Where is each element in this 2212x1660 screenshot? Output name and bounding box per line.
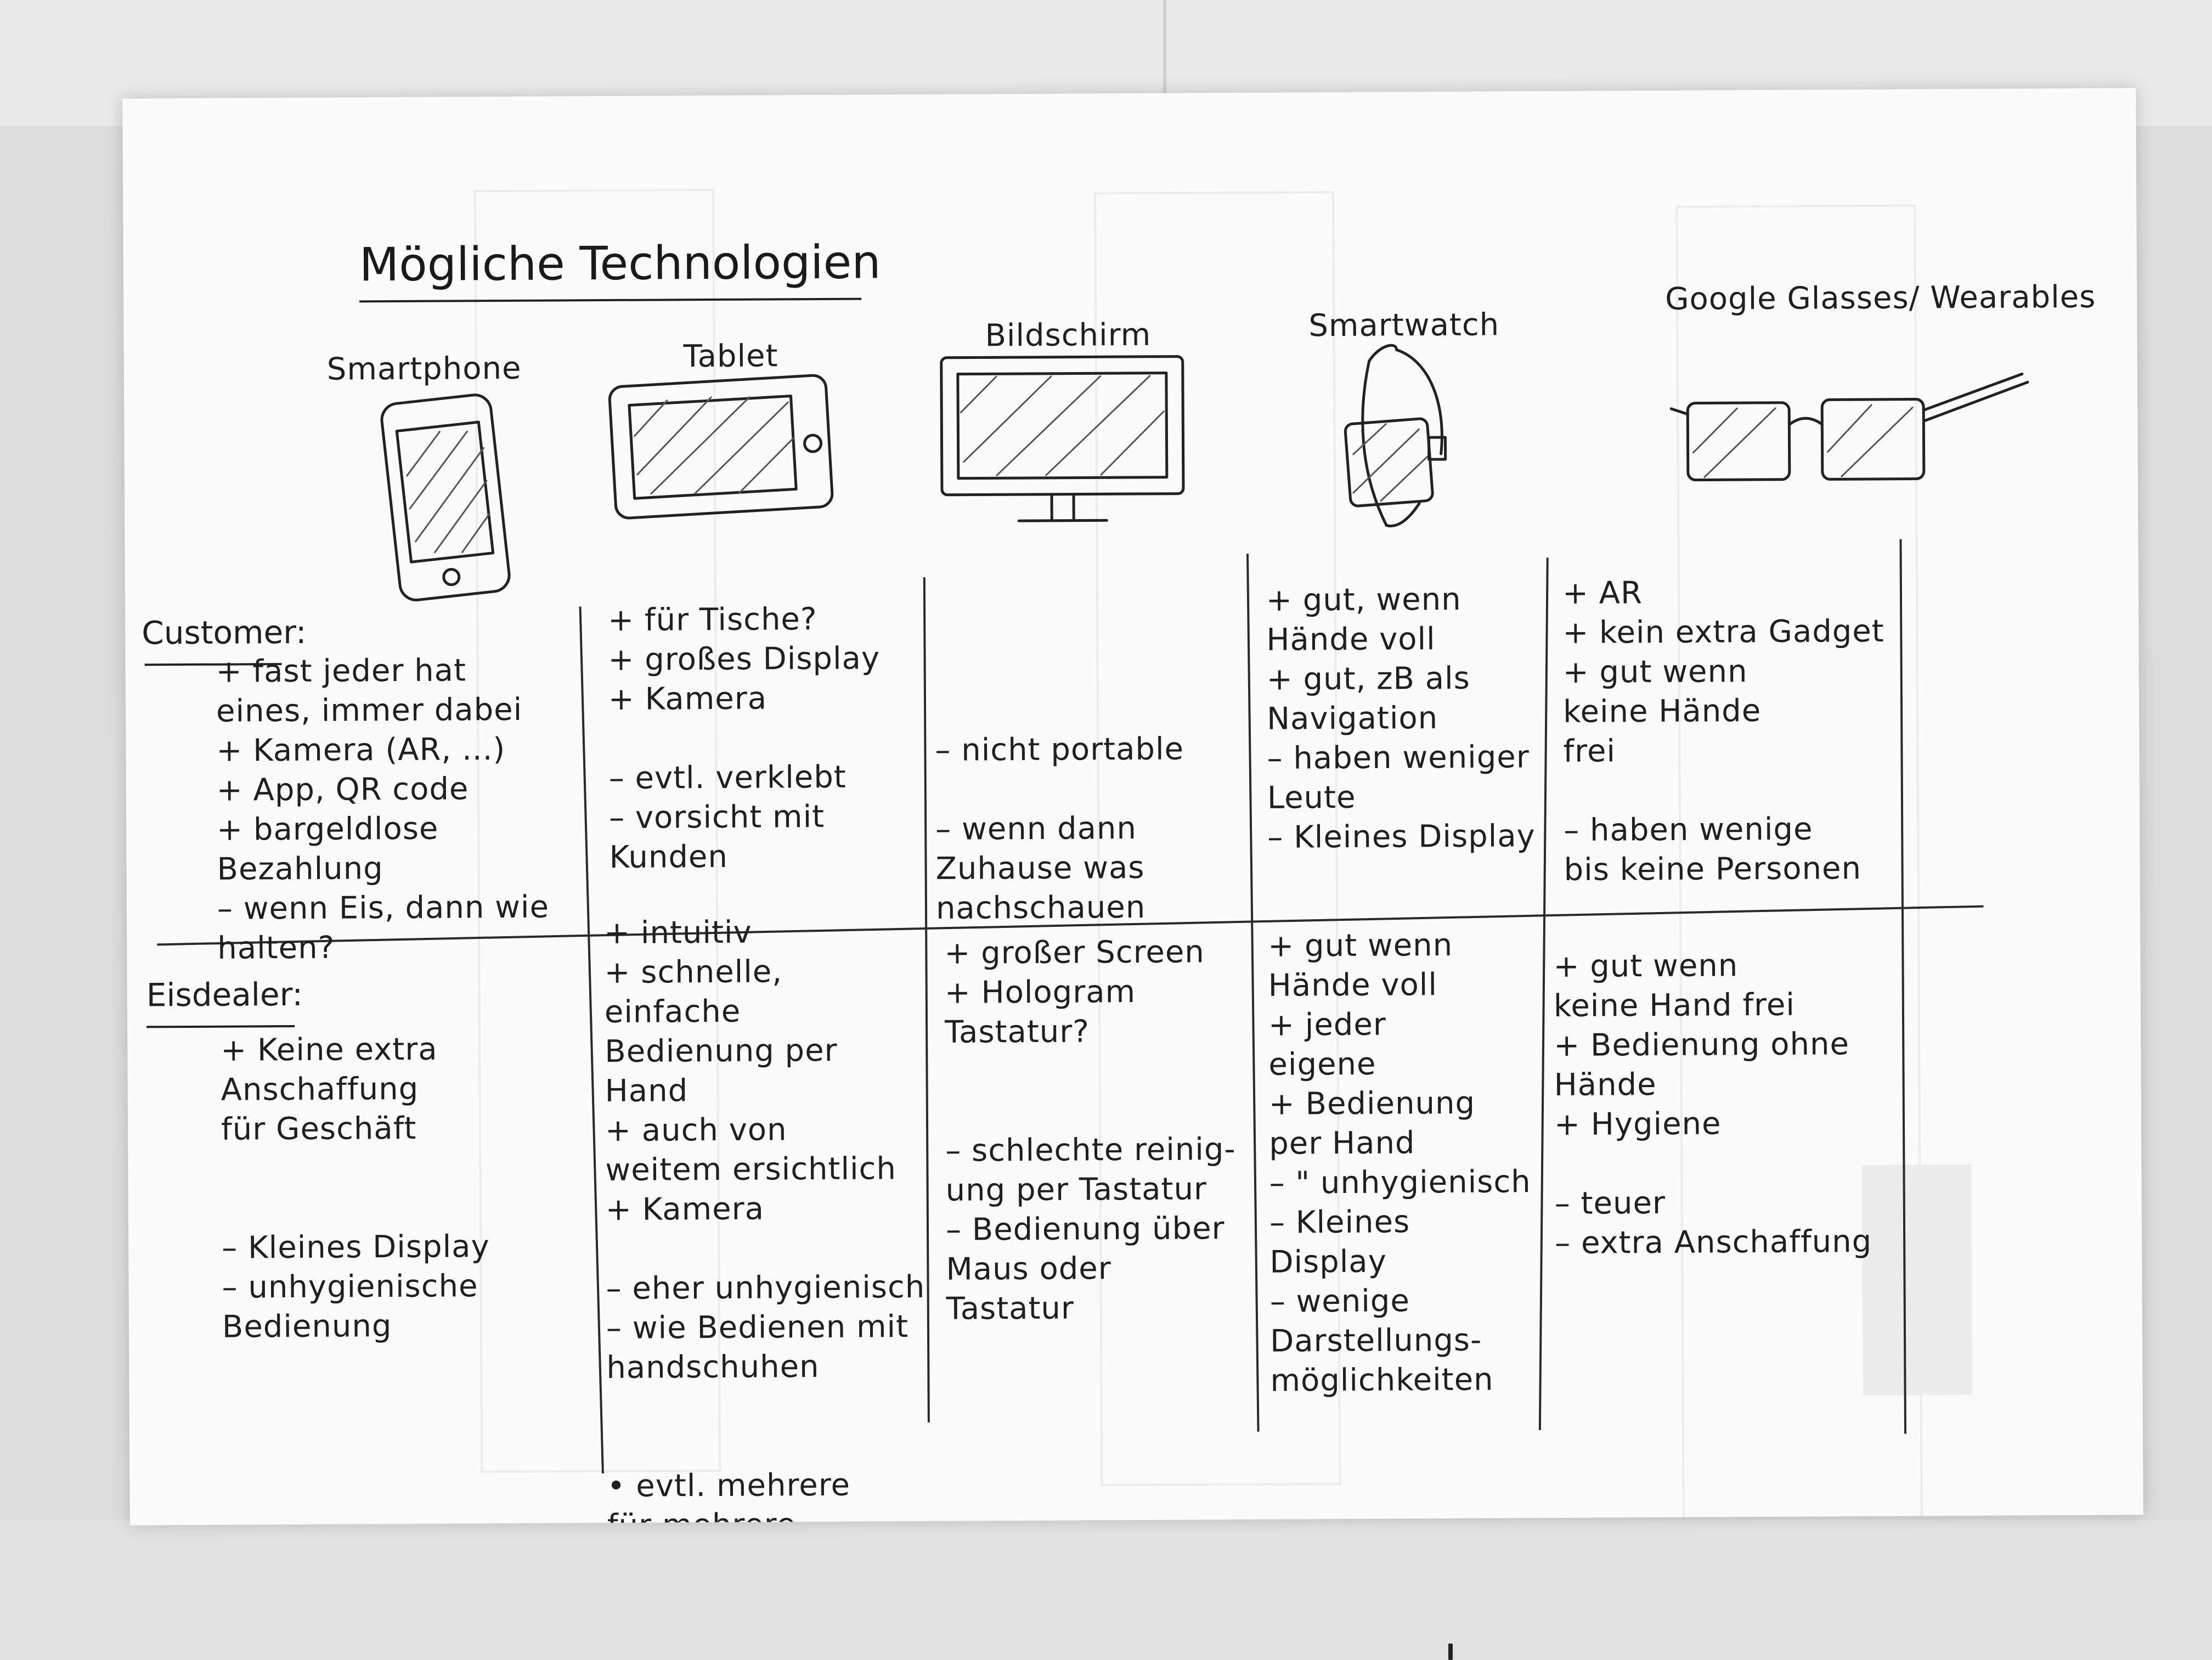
note-customer-smartwatch: + gut, wenn Hände voll + gut, zB als Nav… xyxy=(1266,579,1542,858)
page-title: Mögliche Technologien xyxy=(359,234,881,292)
note-eisdealer-bildschirm: + großer Screen + Hologram Tastatur? – s… xyxy=(944,932,1254,1329)
note-eisdealer-glasses: + gut wenn keine Hand frei + Bedienung o… xyxy=(1553,946,1906,1263)
smartphone-sketch-icon xyxy=(379,393,512,602)
paper-sheet: Mögliche Technologien Smartphone Tablet … xyxy=(122,88,2143,1525)
note-customer-bildschirm: – nicht portable – wenn dann Zuhause was… xyxy=(935,729,1249,929)
device-heading-bildschirm: Bildschirm xyxy=(985,316,1151,356)
note-customer-smartphone: + fast jeder hat eines, immer dabei + Ka… xyxy=(216,650,591,969)
note-eisdealer-tablet: + intuitiv + schnelle, einfache Bedienun… xyxy=(604,912,931,1526)
tablet-sketch-icon xyxy=(607,369,838,519)
device-heading-glasses: Google Glasses/ Wearables xyxy=(1665,278,2027,319)
eisdealer-label-underline xyxy=(146,1025,295,1028)
section-label-eisdealer: Eisdealer: xyxy=(146,976,303,1014)
backdrop-bottom xyxy=(0,1520,2212,1659)
glasses-sketch-icon xyxy=(1682,368,2034,496)
monitor-sketch-icon xyxy=(936,351,1189,533)
note-eisdealer-smartphone: + Keine extra Anschaffung für Geschäft –… xyxy=(221,1029,573,1347)
smartwatch-sketch-icon xyxy=(1336,328,1463,537)
section-label-customer: Customer: xyxy=(142,614,307,652)
note-customer-tablet: + für Tische? + großes Display + Kamera … xyxy=(608,599,928,877)
note-customer-glasses: + AR + kein extra Gadget + gut wenn kein… xyxy=(1562,572,1904,890)
device-heading-smartphone: Smartphone xyxy=(327,349,522,390)
pin-mark xyxy=(1448,1644,1453,1660)
note-eisdealer-smartwatch: + gut wenn Hände voll + jeder eigene + B… xyxy=(1268,925,1545,1401)
